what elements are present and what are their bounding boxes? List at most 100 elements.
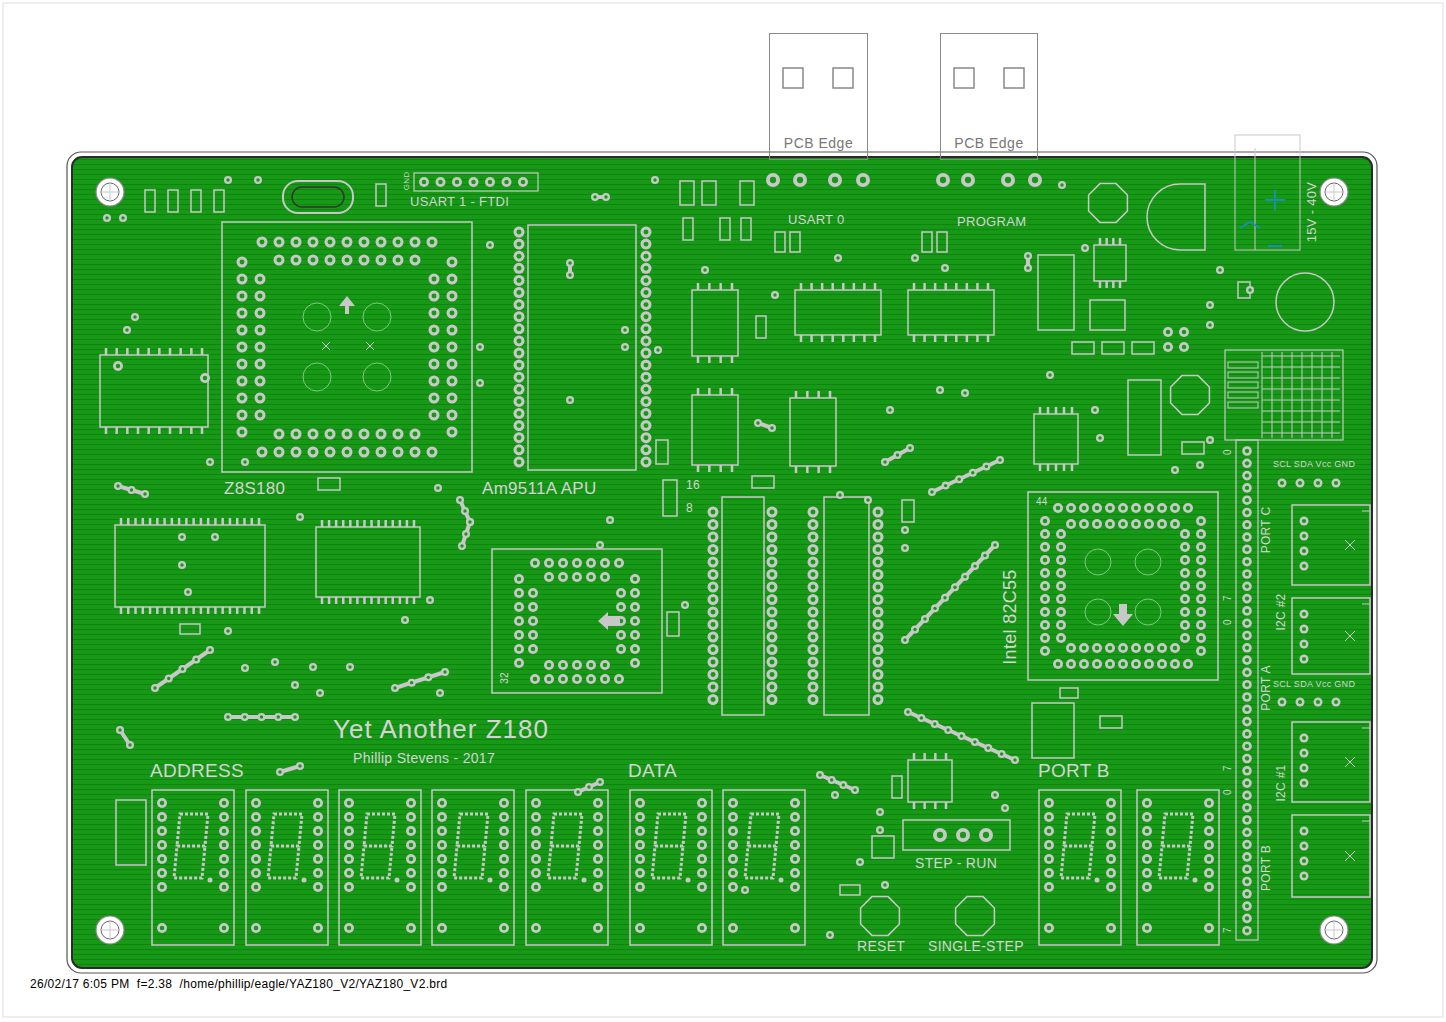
ic-pin bbox=[190, 348, 193, 355]
pad-hole bbox=[1183, 584, 1188, 589]
pad bbox=[291, 447, 302, 458]
ic-pin bbox=[966, 335, 969, 342]
pad-hole bbox=[1245, 769, 1249, 773]
pad-hole bbox=[517, 302, 522, 307]
pad bbox=[1300, 517, 1309, 526]
via bbox=[1216, 266, 1224, 274]
pad bbox=[1079, 659, 1089, 669]
pad-hole bbox=[596, 815, 601, 820]
pad-hole bbox=[619, 633, 624, 638]
digit-segments bbox=[454, 814, 488, 878]
pad-hole bbox=[561, 677, 566, 682]
ic-pin bbox=[178, 518, 181, 525]
via-hole bbox=[311, 665, 314, 668]
pad bbox=[1242, 754, 1252, 764]
pad-hole bbox=[1245, 560, 1249, 564]
voltage-rating: 15V - 40V bbox=[1305, 182, 1318, 243]
pad bbox=[1179, 327, 1189, 337]
pad-hole bbox=[240, 260, 245, 265]
via bbox=[291, 681, 299, 689]
via bbox=[651, 176, 659, 184]
ic-pin bbox=[185, 607, 188, 614]
pad-hole bbox=[534, 871, 539, 876]
pad bbox=[767, 657, 778, 668]
ic-pin bbox=[399, 597, 402, 604]
pad-hole bbox=[811, 547, 816, 552]
via-hole bbox=[853, 788, 856, 791]
pad bbox=[808, 644, 819, 655]
pad-hole bbox=[638, 815, 643, 820]
ic-pin bbox=[221, 518, 224, 525]
pad bbox=[1040, 568, 1050, 578]
pad-hole bbox=[1047, 926, 1052, 931]
pad bbox=[873, 557, 884, 568]
via bbox=[151, 684, 159, 692]
pad-hole bbox=[1183, 610, 1188, 615]
pad bbox=[558, 674, 568, 684]
pad bbox=[313, 854, 323, 864]
pad bbox=[308, 447, 319, 458]
pad bbox=[1092, 643, 1102, 653]
soic-chip bbox=[692, 395, 738, 465]
pad-hole bbox=[700, 801, 705, 806]
pad-hole bbox=[258, 362, 263, 367]
via-hole bbox=[576, 790, 579, 793]
pad-hole bbox=[260, 240, 265, 245]
via-hole bbox=[983, 554, 986, 557]
pad-hole bbox=[1316, 700, 1320, 704]
via bbox=[839, 781, 847, 789]
smd-capacitor bbox=[667, 612, 679, 636]
pad bbox=[1242, 840, 1252, 850]
mounting-cross bbox=[110, 183, 111, 201]
ic-pin bbox=[944, 283, 947, 290]
pad-hole bbox=[254, 885, 259, 890]
via-hole bbox=[208, 460, 211, 463]
pad-hole bbox=[589, 561, 594, 566]
pad bbox=[1092, 519, 1102, 529]
pad bbox=[635, 868, 645, 878]
sot-chip bbox=[872, 836, 894, 858]
via bbox=[991, 791, 999, 799]
pad-hole bbox=[1043, 610, 1048, 615]
pad bbox=[313, 923, 323, 933]
pad-hole bbox=[1245, 904, 1249, 908]
pad-hole bbox=[277, 450, 282, 455]
pad bbox=[614, 558, 624, 568]
pad-hole bbox=[1109, 885, 1114, 890]
pad bbox=[528, 602, 538, 612]
pad-hole bbox=[603, 575, 608, 580]
pad bbox=[641, 372, 652, 383]
via bbox=[441, 668, 449, 676]
socket-hole bbox=[1085, 549, 1111, 575]
digit-segments bbox=[548, 814, 582, 878]
pad-hole bbox=[1302, 859, 1306, 863]
via bbox=[165, 675, 173, 683]
smd-diode bbox=[680, 181, 694, 205]
pad-hole bbox=[1245, 621, 1249, 625]
via bbox=[466, 518, 474, 526]
mounting-cross bbox=[1334, 183, 1335, 201]
button-label: SINGLE-STEP bbox=[928, 939, 1024, 953]
pad-hole bbox=[1245, 646, 1249, 650]
pad-hole bbox=[876, 635, 881, 640]
via-hole bbox=[743, 888, 746, 891]
ic-pin bbox=[200, 518, 203, 525]
pad bbox=[410, 447, 421, 458]
pad-hole bbox=[811, 647, 816, 652]
pad bbox=[1314, 479, 1323, 488]
pad bbox=[544, 572, 554, 582]
bit-number: 0 bbox=[1223, 619, 1233, 625]
via-hole bbox=[213, 535, 216, 538]
pad bbox=[728, 882, 738, 892]
pad-hole bbox=[534, 843, 539, 848]
pad bbox=[873, 607, 884, 618]
pad bbox=[429, 393, 440, 404]
pad-hole bbox=[596, 885, 601, 890]
pad-hole bbox=[638, 871, 643, 876]
via-hole bbox=[118, 728, 121, 731]
ic-pin bbox=[356, 520, 359, 527]
pad bbox=[1196, 542, 1206, 552]
pad-hole bbox=[258, 294, 263, 299]
pad-hole bbox=[517, 447, 522, 452]
pad-hole bbox=[1207, 815, 1212, 820]
